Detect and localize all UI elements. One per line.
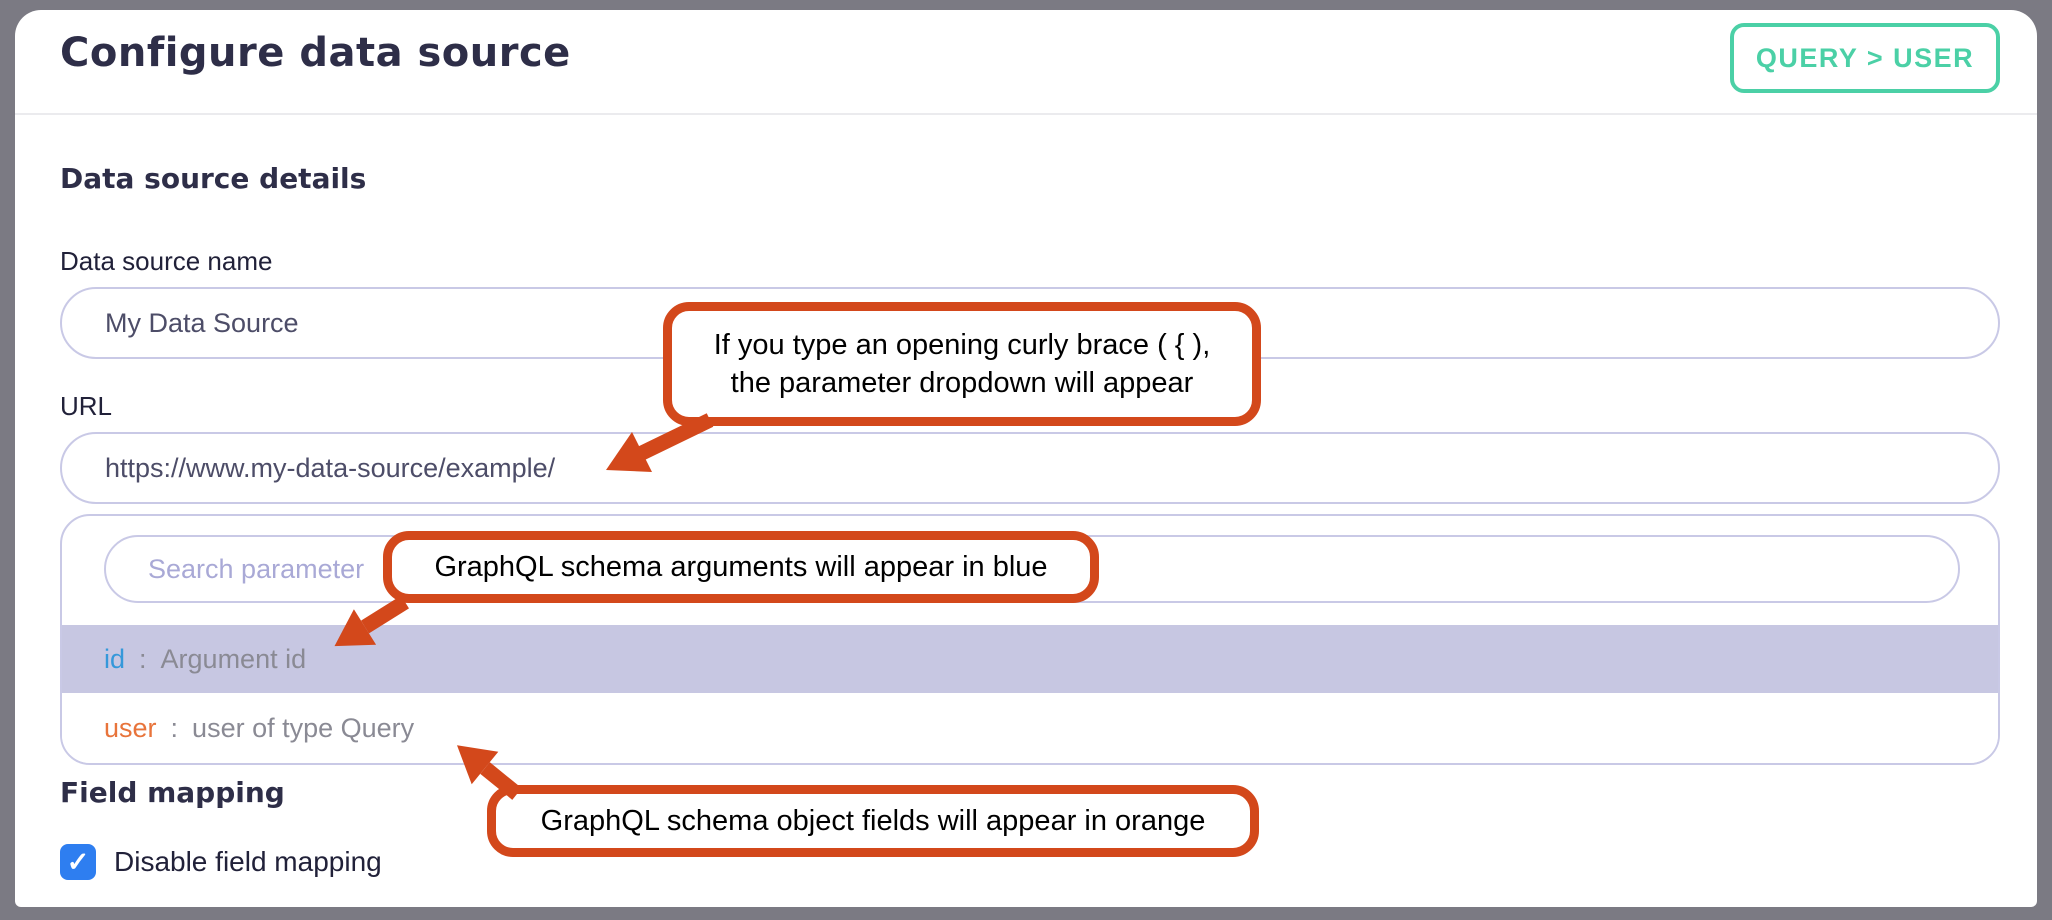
annotation-arguments-blue: GraphQL schema arguments will appear in … (383, 531, 1099, 603)
section-heading-field-mapping: Field mapping (60, 776, 285, 809)
annotation-text: GraphQL schema arguments will appear in … (434, 550, 1048, 583)
disable-field-mapping-checkbox[interactable]: ✓ (60, 844, 96, 880)
section-heading-details: Data source details (60, 162, 367, 195)
annotation-fields-orange: GraphQL schema object fields will appear… (487, 785, 1259, 857)
checkmark-icon: ✓ (66, 846, 90, 877)
annotation-curly-brace: If you type an opening curly brace ( { )… (663, 302, 1261, 426)
header-divider (15, 113, 2037, 115)
annotation-line-1: If you type an opening curly brace ( { )… (713, 328, 1211, 361)
dropdown-item-name: user (104, 712, 157, 743)
dropdown-item-user[interactable]: user : user of type Query (62, 693, 1998, 763)
page-title: Configure data source (60, 30, 571, 76)
annotation-arrow-to-user-row (457, 745, 522, 800)
dropdown-item-id[interactable]: id : Argument id (62, 625, 1998, 693)
dropdown-item-description: Argument id (160, 643, 307, 674)
dropdown-item-separator: : (139, 643, 147, 674)
annotation-text: GraphQL schema object fields will appear… (540, 804, 1206, 837)
annotation-line-2: the parameter dropdown will appear (730, 367, 1194, 399)
url-label: URL (60, 391, 113, 421)
configure-data-source-panel: Configure data source QUERY > USER Data … (15, 10, 2037, 907)
annotation-arrow-to-url-input (606, 413, 714, 472)
dropdown-item-separator: : (170, 712, 179, 743)
dropdown-item-name: id (104, 643, 126, 674)
disable-field-mapping-label: Disable field mapping (114, 846, 382, 877)
dropdown-item-description: user of type Query (192, 712, 415, 743)
query-path-badge: QUERY > USER (1730, 23, 2000, 93)
data-source-name-label: Data source name (60, 246, 273, 276)
url-input[interactable] (60, 432, 2000, 504)
annotation-arrow-to-id-row (334, 596, 409, 647)
